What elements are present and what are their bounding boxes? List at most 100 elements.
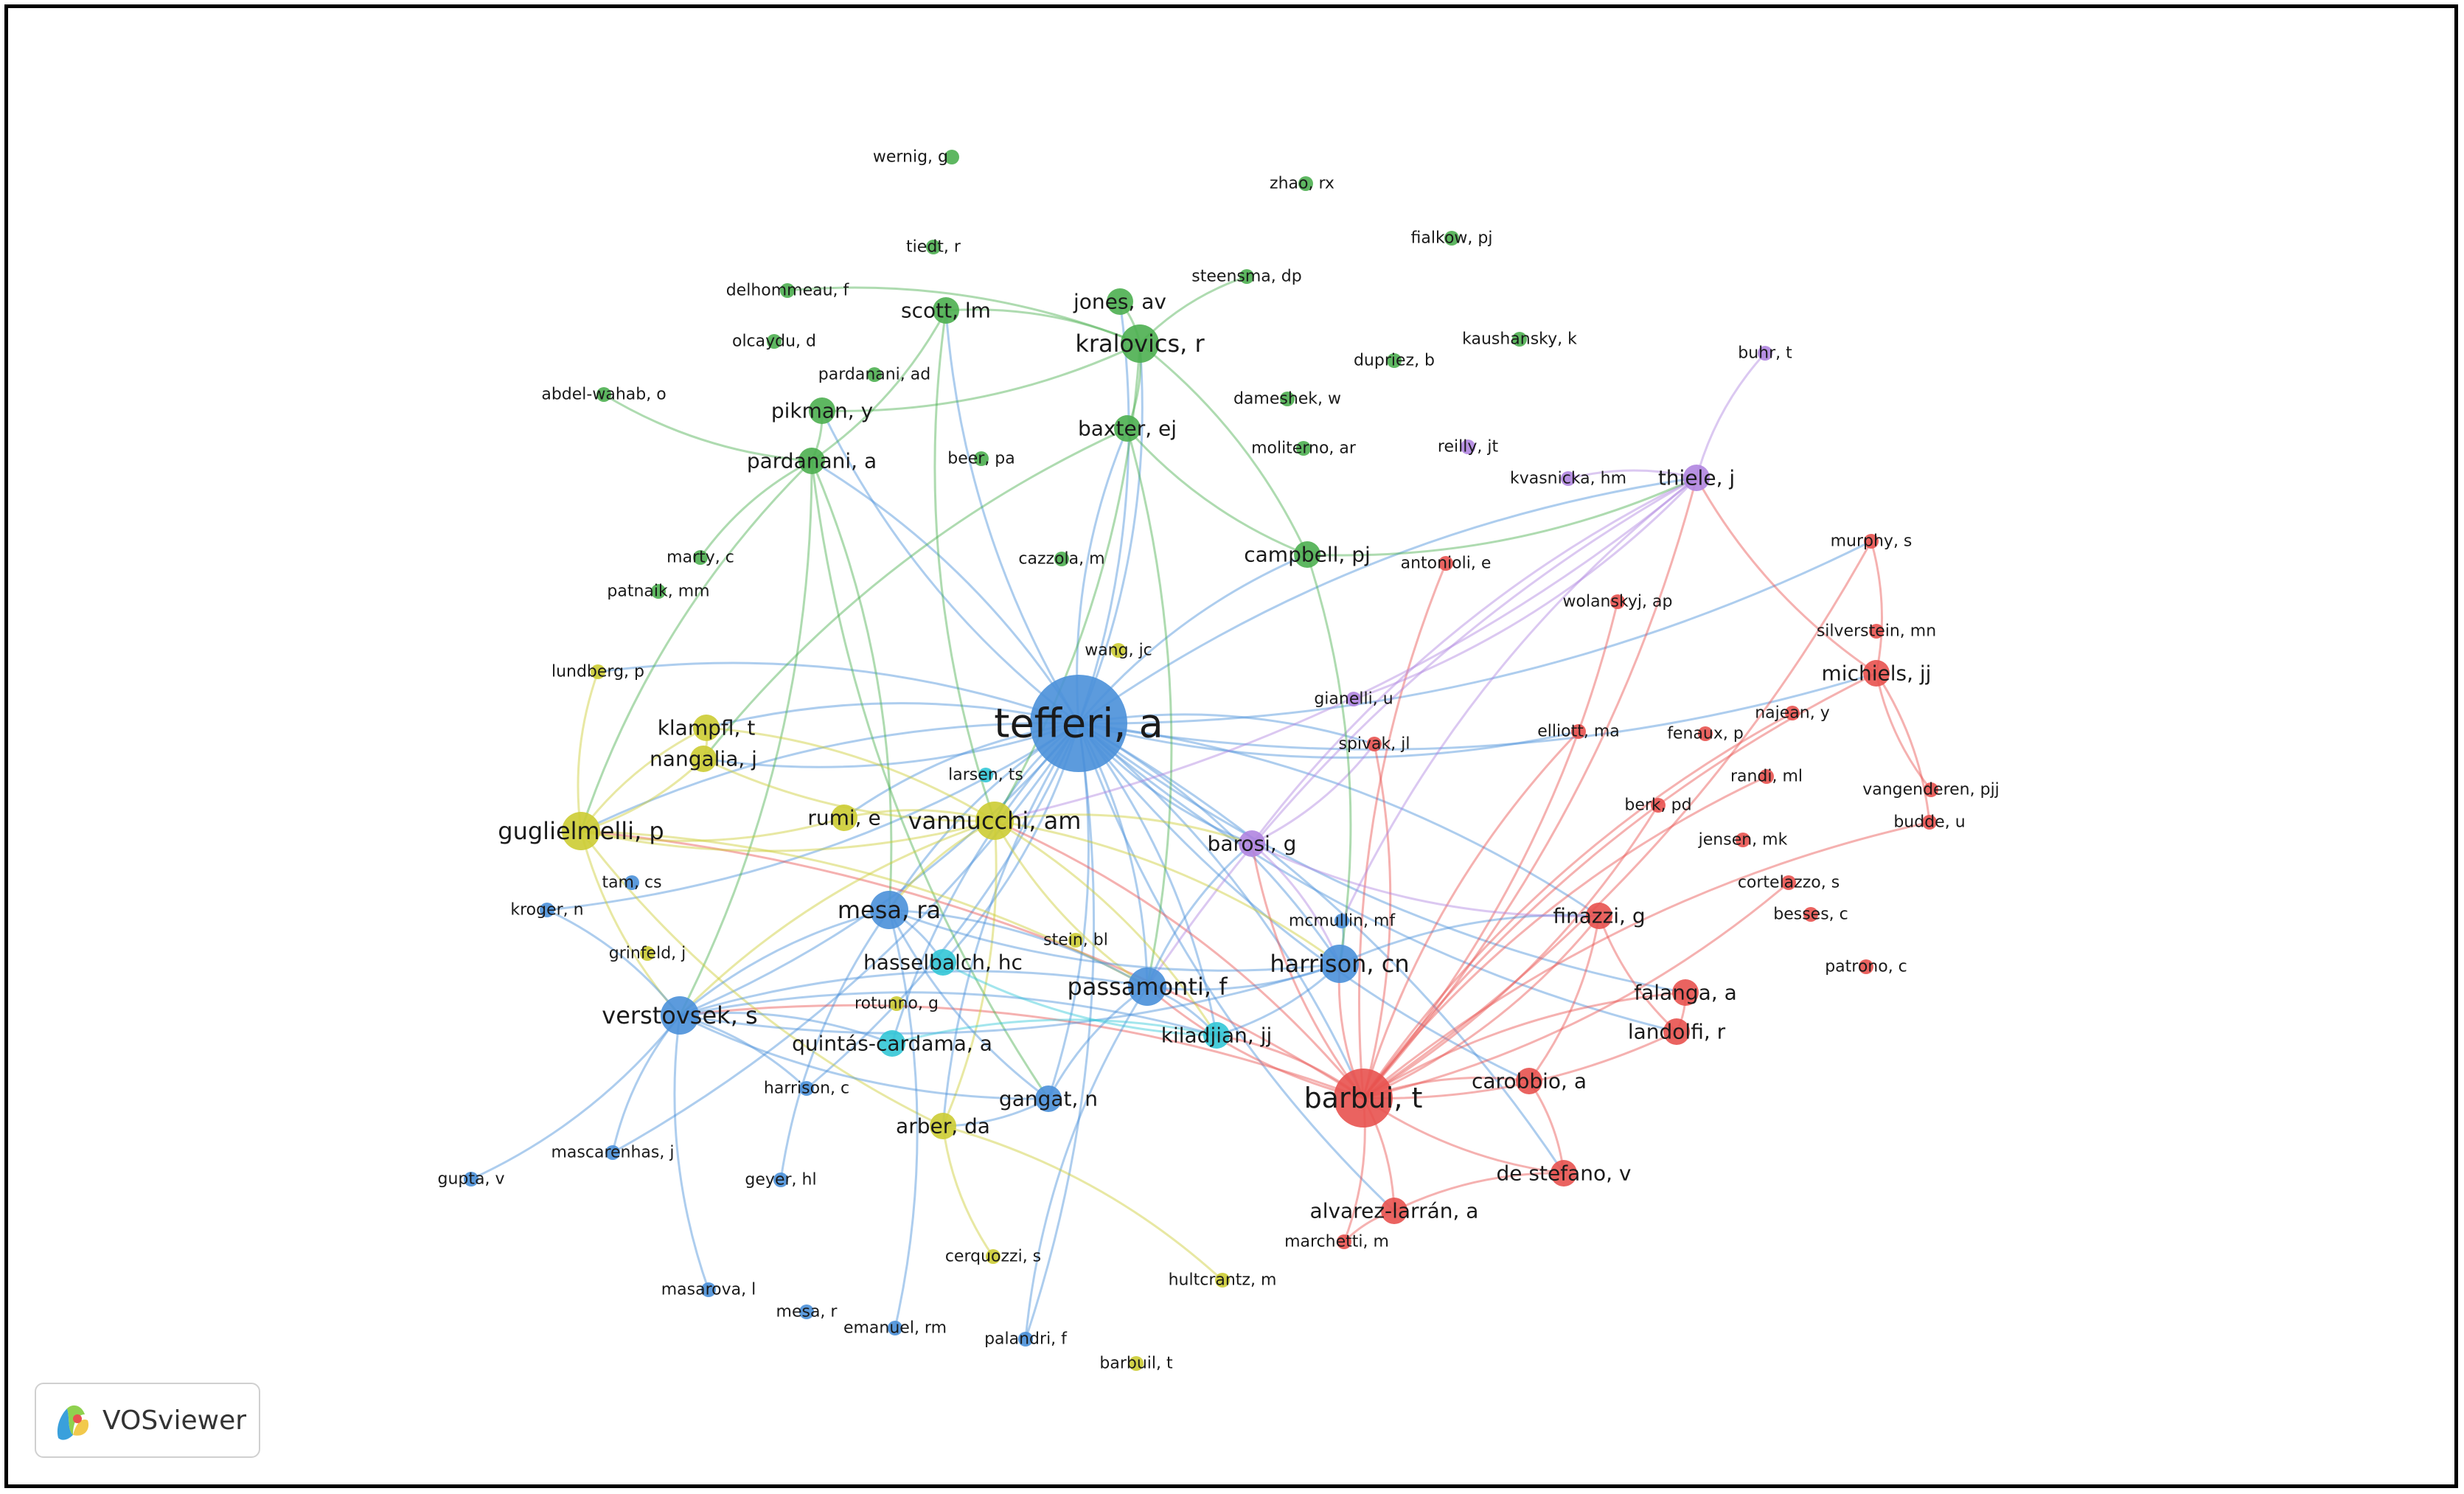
node-label-guglielmelli[interactable]: guglielmelli, p (498, 817, 664, 845)
node-label-harrison_c[interactable]: harrison, c (764, 1080, 849, 1098)
node-label-pikman[interactable]: pikman, y (771, 399, 873, 423)
node-label-elliott[interactable]: elliott, ma (1537, 723, 1619, 741)
node-mascarenhas[interactable] (605, 1145, 620, 1160)
node-dameshek[interactable] (1280, 392, 1295, 406)
node-stein[interactable] (1068, 933, 1083, 948)
node-cerquozzi[interactable] (986, 1249, 1000, 1264)
node-label-mesa_ra[interactable]: mesa, ra (838, 896, 941, 924)
node-hultcrantz[interactable] (1215, 1273, 1230, 1288)
node-carobbio[interactable] (1516, 1068, 1542, 1094)
node-label-geyer[interactable]: geyer, hl (745, 1171, 816, 1189)
node-label-pardanani_a[interactable]: pardanani, a (747, 449, 877, 473)
node-patrono[interactable] (1859, 959, 1873, 974)
node-lundberg[interactable] (591, 664, 605, 679)
node-label-abdel[interactable]: abdel-wahab, o (541, 386, 666, 404)
node-kvasnicka[interactable] (1561, 471, 1576, 486)
node-cazzola[interactable] (1054, 552, 1069, 566)
node-label-wernig[interactable]: wernig, g (873, 148, 948, 167)
node-label-murphy[interactable]: murphy, s (1831, 532, 1913, 551)
node-label-pardanani_ad[interactable]: pardanani, ad (818, 366, 930, 384)
node-label-barosi[interactable]: barosi, g (1208, 832, 1297, 856)
node-label-moliterno[interactable]: moliterno, ar (1251, 439, 1357, 458)
node-label-rotunno[interactable]: rotunno, g (855, 995, 939, 1013)
node-gangat[interactable] (1035, 1085, 1062, 1112)
node-vannucchi[interactable] (975, 802, 1014, 840)
node-label-reilly[interactable]: reilly, jt (1438, 438, 1499, 456)
node-label-mesa_r[interactable]: mesa, r (776, 1303, 838, 1321)
node-kroger[interactable] (540, 903, 554, 917)
node-label-vannucchi[interactable]: vannucchi, am (908, 807, 1082, 835)
node-randi[interactable] (1759, 769, 1774, 784)
node-campbell[interactable] (1294, 541, 1320, 568)
node-geyer[interactable] (773, 1172, 788, 1187)
node-label-alvarez[interactable]: alvarez-larrán, a (1310, 1199, 1479, 1223)
node-label-quintas[interactable]: quintás-cardama, a (792, 1032, 992, 1056)
node-label-harrison_cn[interactable]: harrison, cn (1270, 950, 1409, 978)
node-barbui_l[interactable] (1129, 1356, 1144, 1371)
node-label-larsen[interactable]: larsen, ts (948, 766, 1023, 785)
node-emanuel[interactable] (888, 1321, 902, 1335)
node-buhr[interactable] (1758, 346, 1772, 361)
node-vangenderen[interactable] (1924, 782, 1938, 797)
node-label-thiele[interactable]: thiele, j (1658, 466, 1735, 490)
node-label-campbell[interactable]: campbell, pj (1244, 543, 1371, 567)
node-label-fenaux[interactable]: fenaux, p (1667, 725, 1744, 743)
node-label-scott[interactable]: scott, lm (901, 299, 991, 323)
node-najean[interactable] (1785, 706, 1800, 720)
node-label-vangenderen[interactable]: vangenderen, pjj (1862, 781, 2000, 799)
node-jensen[interactable] (1736, 833, 1750, 847)
node-label-hasselbalch[interactable]: hasselbalch, hc (863, 951, 1023, 975)
node-falanga[interactable] (1672, 979, 1699, 1006)
node-label-michiels[interactable]: michiels, jj (1822, 661, 1932, 686)
node-larsen[interactable] (978, 768, 993, 782)
node-palandri[interactable] (1018, 1332, 1033, 1347)
node-label-fialkow[interactable]: fialkow, pj (1411, 229, 1493, 248)
node-elliott[interactable] (1571, 724, 1586, 739)
node-label-kaushansky[interactable]: kaushansky, k (1462, 330, 1577, 349)
node-baxter[interactable] (1114, 415, 1141, 442)
node-label-landolfi[interactable]: landolfi, r (1628, 1020, 1726, 1044)
node-label-falanga[interactable]: falanga, a (1634, 981, 1737, 1005)
node-guglielmelli[interactable] (562, 812, 600, 850)
node-label-gupta[interactable]: gupta, v (438, 1170, 505, 1189)
node-rotunno[interactable] (889, 996, 904, 1011)
node-label-finazzi[interactable]: finazzi, g (1553, 904, 1645, 928)
node-label-klampfl[interactable]: klampfl, t (658, 716, 756, 740)
node-hasselbalch[interactable] (930, 949, 956, 976)
node-label-stein[interactable]: stein, bl (1043, 931, 1108, 950)
node-label-destefano[interactable]: de stefano, v (1497, 1161, 1632, 1186)
node-label-kralovics[interactable]: kralovics, r (1075, 330, 1205, 358)
node-olcaydu[interactable] (767, 334, 782, 349)
node-silverstein[interactable] (1869, 624, 1884, 639)
node-label-randi[interactable]: randi, ml (1730, 768, 1803, 786)
node-spivak[interactable] (1367, 737, 1382, 751)
node-label-patnaik[interactable]: patnaik, mm (607, 583, 709, 601)
node-label-hultcrantz[interactable]: hultcrantz, m (1169, 1271, 1277, 1290)
node-mesa_ra[interactable] (870, 891, 908, 929)
node-label-baxter[interactable]: baxter, ej (1078, 417, 1177, 441)
node-cortelazzo[interactable] (1781, 875, 1796, 890)
node-dupriez[interactable] (1387, 353, 1402, 368)
node-label-budde[interactable]: budde, u (1893, 813, 1965, 832)
node-arber[interactable] (930, 1113, 956, 1139)
node-label-palandri[interactable]: palandri, f (984, 1330, 1068, 1349)
node-michiels[interactable] (1863, 660, 1890, 687)
node-rumi[interactable] (831, 805, 857, 831)
node-label-berk[interactable]: berk, pd (1624, 796, 1691, 815)
node-label-wolanskyj[interactable]: wolanskyj, ap (1563, 593, 1673, 611)
node-alvarez[interactable] (1381, 1198, 1407, 1224)
node-label-besses[interactable]: besses, c (1773, 906, 1848, 924)
node-label-barbui_l[interactable]: barbuil, t (1099, 1355, 1173, 1373)
node-barosi[interactable] (1239, 830, 1265, 857)
node-label-dupriez[interactable]: dupriez, b (1354, 352, 1435, 370)
node-gianelli[interactable] (1346, 692, 1361, 706)
node-label-wang[interactable]: wang, jc (1085, 642, 1152, 660)
node-kaushansky[interactable] (1512, 332, 1527, 347)
node-label-mascarenhas[interactable]: mascarenhas, j (551, 1144, 675, 1162)
node-label-jensen[interactable]: jensen, mk (1698, 831, 1788, 850)
node-verstovsek[interactable] (661, 996, 699, 1035)
node-label-buhr[interactable]: buhr, t (1738, 344, 1792, 363)
node-label-kroger[interactable]: kroger, n (510, 901, 583, 920)
